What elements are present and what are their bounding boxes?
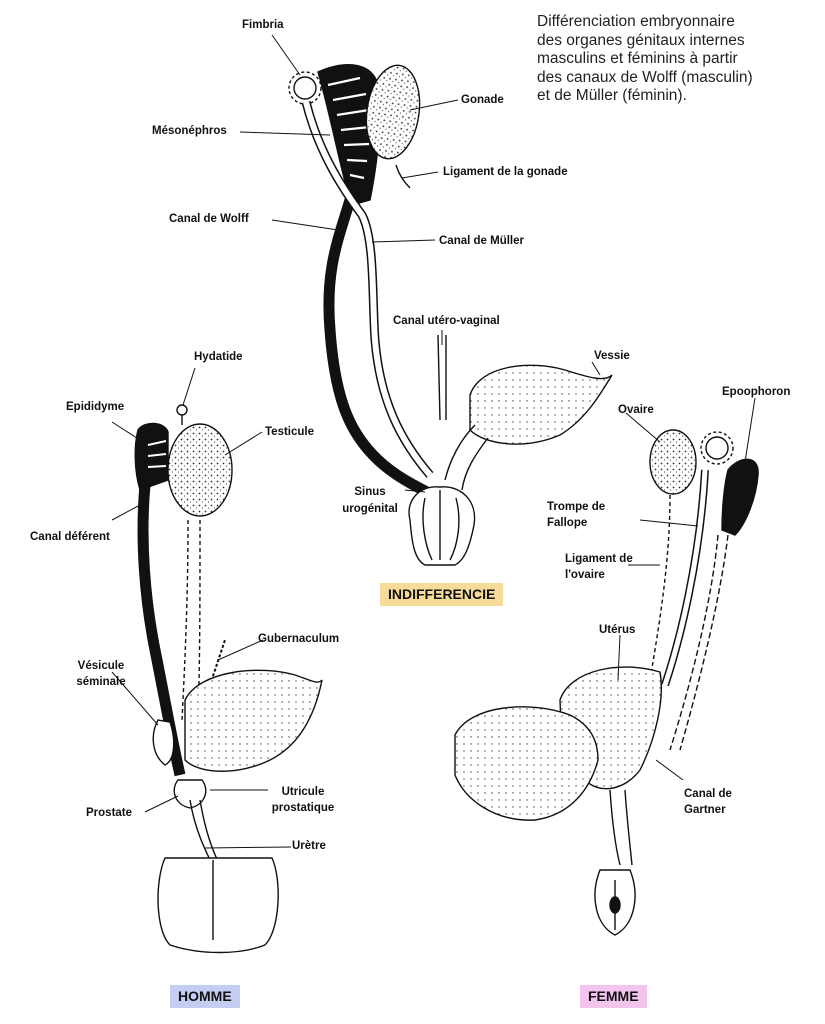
epididymis-shape [134, 422, 169, 491]
label-ligament-gonade: Ligament de la gonade [443, 166, 568, 178]
wolff-duct-shape [323, 198, 436, 500]
caption-line: des organes génitaux internes [537, 31, 745, 49]
female-bladder-shape [454, 706, 599, 821]
label-mesonephros: Mésonéphros [152, 125, 227, 137]
label-epoophoron: Epoophoron [722, 386, 791, 398]
label-fimbria: Fimbria [242, 19, 284, 31]
label-utricule: Utricule [281, 786, 325, 798]
bladder-shape [469, 364, 613, 445]
tag-male: HOMME [170, 985, 240, 1008]
label-canal-muller: Canal de Müller [439, 235, 524, 247]
external-genitalia-male [157, 857, 279, 954]
label-canal-de: Canal de [684, 788, 732, 800]
label-testicule: Testicule [265, 426, 314, 438]
label-urogenital: urogénital [342, 503, 398, 515]
label-gonade: Gonade [461, 94, 504, 106]
label-hydatide: Hydatide [194, 351, 243, 363]
urogenital-sinus-shape [408, 486, 476, 566]
label-ovaire: Ovaire [618, 404, 654, 416]
label-sinus: Sinus [354, 486, 386, 498]
hydatid-shape [176, 404, 188, 416]
male-stage-drawing [134, 404, 323, 954]
label-gubernaculum: Gubernaculum [258, 633, 340, 645]
label-uterus: Utérus [599, 624, 636, 636]
caption-line: et de Müller (féminin). [537, 87, 687, 104]
label-canal-wolff: Canal de Wolff [169, 213, 249, 225]
label-ligament-ovaire: Ligament de [565, 553, 633, 565]
female-fimbria-shape [705, 436, 729, 460]
gonad-shape [365, 64, 421, 160]
caption-line: masculins et féminins à partir [537, 50, 738, 67]
label-prostate: Prostate [86, 807, 133, 819]
gartner-duct-shape [679, 534, 729, 751]
caption-line: Différenciation embryonnaire [537, 13, 735, 30]
prostate-shape [173, 779, 207, 809]
label-ovaire-2: l'ovaire [565, 569, 605, 581]
male-bladder-shape [184, 669, 323, 772]
fimbria-shape [293, 76, 317, 100]
label-canal-deferent: Canal déférent [30, 531, 110, 543]
figure-caption: Différenciation embryonnaire des organes… [537, 13, 817, 106]
label-prostatique: prostatique [271, 802, 335, 814]
testis-shape [167, 423, 233, 517]
female-stage-drawing [454, 429, 759, 936]
label-epididyme: Epididyme [66, 401, 125, 413]
label-fallope: Fallope [547, 517, 588, 529]
leader-lines [111, 34, 756, 849]
epoophoron-shape [721, 458, 759, 536]
seminal-vesicle-shape [152, 719, 175, 766]
label-uretre: Urètre [292, 840, 326, 852]
label-seminale: séminale [76, 676, 126, 688]
label-gartner: Gartner [684, 804, 726, 816]
tag-female: FEMME [580, 985, 647, 1008]
label-vessie: Vessie [594, 350, 630, 362]
tag-indifferent: INDIFFERENCIE [380, 583, 504, 606]
label-vesicule: Vésicule [77, 660, 125, 672]
label-canal-utero-vaginal: Canal utéro-vaginal [393, 315, 500, 327]
ovary-shape [649, 429, 697, 495]
indifferent-stage-drawing [288, 64, 613, 566]
label-trompe: Trompe de [547, 501, 606, 513]
caption-line: des canaux de Wolff (masculin) [537, 68, 753, 86]
